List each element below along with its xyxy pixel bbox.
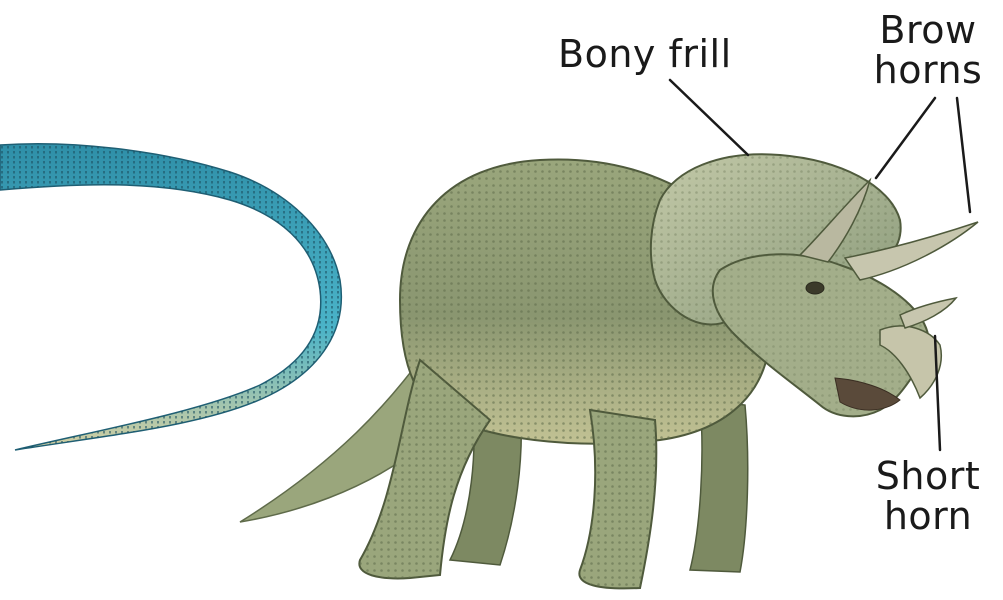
label-brow-horns: Brow horns [868, 10, 988, 90]
label-short-horn: Short horn [868, 456, 988, 536]
label-bony-frill: Bony frill [558, 34, 732, 74]
leader-line-bony-frill [670, 80, 748, 155]
label-brow-horns-line2: horns [868, 50, 988, 90]
label-short-horn-line1: Short [868, 456, 988, 496]
leader-line-brow-horn-right [957, 98, 970, 212]
label-short-horn-line2: horn [868, 496, 988, 536]
label-brow-horns-line1: Brow [868, 10, 988, 50]
sauropod-tail [0, 144, 341, 450]
leader-line-brow-horn-left [876, 98, 935, 178]
